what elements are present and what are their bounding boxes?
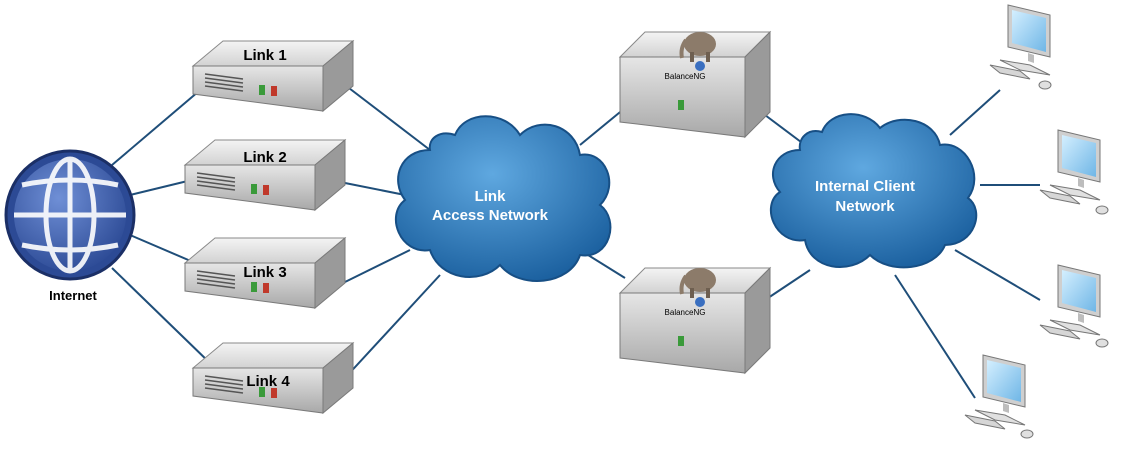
workstation [1039, 129, 1109, 215]
internet-node: Internet [4, 149, 136, 303]
router-label: Link 4 [246, 373, 290, 390]
balancer-top: BalanceNG [618, 30, 772, 139]
cloud-icon [394, 115, 612, 282]
router-icon [191, 341, 355, 415]
globe-icon [4, 149, 136, 281]
cloud-label-line1: Internal Client [815, 178, 915, 195]
internet-label: Internet [49, 288, 97, 303]
connection-line [344, 274, 441, 379]
server-icon [618, 30, 772, 139]
connection-line [764, 269, 811, 301]
balancer-bottom: BalanceNG [618, 266, 772, 375]
elephant-logo-icon [679, 32, 716, 71]
connection-line [894, 274, 976, 399]
cloud-link-access-network: Link Access Network [394, 115, 612, 282]
elephant-logo-icon [679, 268, 716, 307]
workstation [964, 354, 1034, 439]
router-icon [183, 236, 347, 310]
balancer-label: BalanceNG [665, 72, 706, 81]
workstation [989, 4, 1052, 90]
computer-icon [1039, 264, 1109, 348]
router-label: Link 2 [243, 149, 286, 166]
router-link-3: Link 3 [183, 236, 347, 310]
connection-line [344, 182, 406, 196]
computer-icon [964, 354, 1034, 439]
cloud-icon [769, 113, 978, 269]
connection-line [344, 249, 411, 283]
computer-icon [1039, 129, 1109, 215]
router-label: Link 3 [243, 264, 286, 281]
connection-line [111, 267, 213, 366]
workstation [1039, 264, 1109, 348]
connection-line [344, 84, 431, 151]
cloud-label-line2: Network [835, 198, 895, 215]
cloud-label-line2: Access Network [432, 207, 549, 224]
router-icon [183, 138, 347, 212]
router-icon [191, 39, 355, 113]
connection-line [764, 114, 806, 146]
router-link-4: Link 4 [191, 341, 355, 415]
balancer-label: BalanceNG [665, 308, 706, 317]
server-icon [618, 266, 772, 375]
router-link-1: Link 1 [191, 39, 355, 113]
connection-line [949, 89, 1001, 136]
router-label: Link 1 [243, 47, 286, 64]
cloud-internal-client-network: Internal Client Network [769, 113, 978, 269]
connection-line [579, 107, 626, 146]
cloud-label-line1: Link [475, 188, 506, 205]
connection-line [954, 249, 1041, 301]
connection-lines [111, 79, 1041, 399]
router-link-2: Link 2 [183, 138, 347, 212]
computer-icon [989, 4, 1052, 90]
